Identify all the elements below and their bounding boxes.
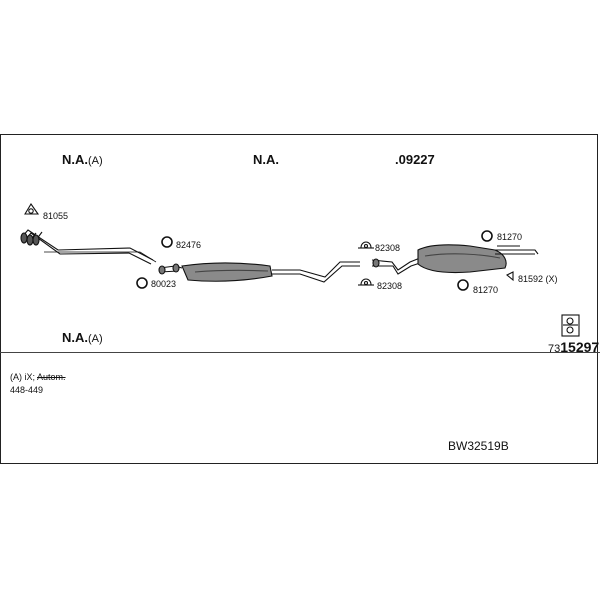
- variant-label-text: N.A.: [62, 330, 88, 345]
- ring-icon-81270-top: [481, 230, 493, 242]
- note-line-2: 448-449: [10, 385, 44, 395]
- clamp-icon-82308-bottom: [358, 278, 374, 286]
- part-82476: 82476: [176, 240, 202, 250]
- note-prefix: (A) iX;: [10, 372, 36, 382]
- reference-icon: [561, 314, 580, 337]
- note-struck: Autom.: [37, 372, 66, 382]
- hanger-icon-81592: [506, 271, 514, 282]
- ring-icon-80023: [136, 277, 148, 289]
- ring-icon-82476: [161, 236, 173, 248]
- reference-number: 7315297: [548, 339, 599, 355]
- part-82308-bottom: 82308: [377, 281, 403, 291]
- reference-prefix: 73: [548, 343, 561, 355]
- header-col1: N.A.(A): [62, 152, 103, 167]
- note-line-1: (A) iX; Autom.: [10, 372, 66, 382]
- variant-label: N.A.(A): [62, 330, 103, 345]
- reference-main: 15297: [560, 339, 600, 355]
- part-81270-bottom: 81270: [473, 285, 499, 295]
- front-pipe: [20, 229, 157, 265]
- part-81270-top: 81270: [497, 232, 523, 242]
- part-81592: 81592 (X): [518, 274, 558, 284]
- ring-icon-81270-bottom: [457, 279, 469, 291]
- diagram-frame: [0, 134, 598, 464]
- kit-code: BW32519B: [448, 439, 509, 453]
- header-col1-suffix: (A): [88, 155, 103, 167]
- header-col1-text: N.A.: [62, 152, 88, 167]
- part-82308-top: 82308: [375, 243, 401, 253]
- rear-silencer: [371, 244, 539, 275]
- gasket-icon-81055: [24, 202, 40, 215]
- header-col2: N.A.: [253, 152, 279, 167]
- clamp-icon-82308-top: [358, 241, 374, 249]
- header-col3: .09227: [395, 152, 435, 167]
- middle-silencer: [158, 261, 360, 283]
- part-81055: 81055: [43, 211, 69, 221]
- divider-line: [0, 352, 600, 353]
- variant-label-suffix: (A): [88, 333, 103, 345]
- part-80023: 80023: [151, 279, 177, 289]
